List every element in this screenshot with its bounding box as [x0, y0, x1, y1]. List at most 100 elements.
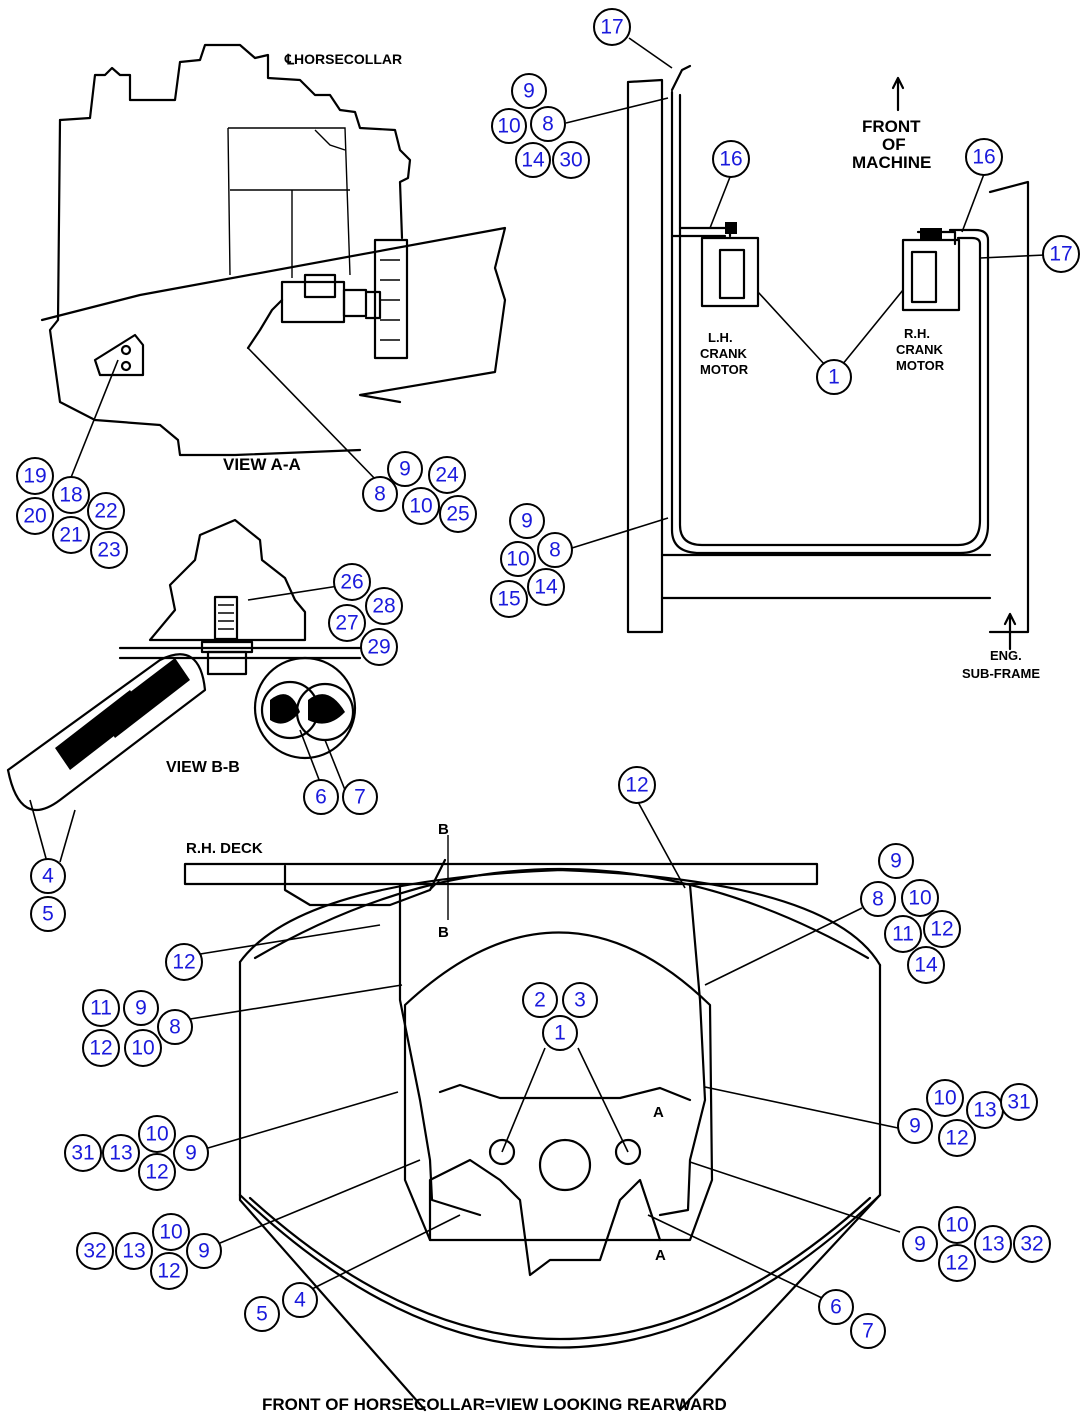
view-aa-label: VIEW A-A	[223, 455, 301, 474]
svg-text:13: 13	[122, 1240, 145, 1263]
svg-text:15: 15	[497, 588, 520, 611]
svg-text:9: 9	[890, 850, 902, 873]
callout-25: 25	[439, 495, 477, 533]
svg-text:8: 8	[872, 888, 884, 911]
svg-text:8: 8	[549, 539, 561, 562]
callout-2: 2	[522, 982, 558, 1018]
callout-1: 1	[542, 1015, 578, 1051]
svg-text:17: 17	[600, 16, 623, 39]
callout-14: 14	[907, 946, 945, 984]
callout-13: 13	[966, 1091, 1004, 1129]
callout-17: 17	[1042, 235, 1080, 273]
svg-text:9: 9	[914, 1233, 926, 1256]
callout-22: 22	[87, 492, 125, 530]
callout-10: 10	[500, 541, 536, 577]
svg-text:1: 1	[828, 366, 840, 389]
callout-8: 8	[860, 881, 896, 917]
lh-crank-motor-label-3: MOTOR	[700, 362, 749, 377]
svg-text:23: 23	[97, 539, 120, 562]
callout-10: 10	[901, 879, 939, 917]
callout-10: 10	[938, 1206, 976, 1244]
callout-27: 27	[328, 604, 366, 642]
svg-text:29: 29	[367, 636, 390, 659]
svg-text:5: 5	[256, 1303, 268, 1326]
rh-crank-motor-label-1: R.H.	[904, 326, 930, 341]
svg-text:20: 20	[23, 505, 46, 528]
callout-12: 12	[150, 1252, 188, 1290]
svg-text:13: 13	[973, 1099, 996, 1122]
section-b-bottom: B	[438, 924, 449, 941]
callout-32: 32	[1013, 1225, 1051, 1263]
callout-9: 9	[509, 503, 545, 539]
svg-text:10: 10	[506, 548, 529, 571]
svg-text:10: 10	[409, 495, 432, 518]
callout-8: 8	[362, 476, 398, 512]
callout-9: 9	[186, 1233, 222, 1269]
front-of-machine-label-1: FRONT	[862, 117, 921, 136]
svg-text:6: 6	[830, 1296, 842, 1319]
svg-text:14: 14	[914, 954, 938, 977]
callout-11: 11	[884, 915, 922, 953]
callout-12: 12	[923, 910, 961, 948]
svg-text:9: 9	[185, 1142, 197, 1165]
view-bb-label: VIEW B-B	[166, 759, 240, 776]
svg-text:5: 5	[42, 903, 54, 926]
svg-text:25: 25	[446, 503, 469, 526]
bottom-caption: FRONT OF HORSECOLLAR=VIEW LOOKING REARWA…	[262, 1395, 727, 1414]
section-b-top: B	[438, 821, 449, 838]
svg-text:31: 31	[71, 1142, 94, 1165]
callout-13: 13	[974, 1225, 1012, 1263]
svg-text:8: 8	[542, 113, 554, 136]
callout-9: 9	[878, 843, 914, 879]
svg-text:16: 16	[972, 146, 995, 169]
svg-text:26: 26	[340, 571, 363, 594]
front-of-machine-label-3: MACHINE	[852, 153, 931, 172]
callout-13: 13	[115, 1232, 153, 1270]
lh-crank-motor-label-1: L.H.	[708, 330, 733, 345]
svg-text:10: 10	[945, 1214, 968, 1237]
rh-crank-motor-label-2: CRANK	[896, 342, 944, 357]
svg-text:14: 14	[521, 149, 545, 172]
svg-text:10: 10	[145, 1123, 168, 1146]
callout-12: 12	[82, 1029, 120, 1067]
callout-12: 12	[618, 766, 656, 804]
callout-6: 6	[818, 1289, 854, 1325]
callout-9: 9	[897, 1108, 933, 1144]
callout-8: 8	[537, 532, 573, 568]
svg-text:9: 9	[399, 458, 411, 481]
svg-text:21: 21	[59, 524, 82, 547]
callout-9: 9	[123, 990, 159, 1026]
callout-9: 9	[387, 451, 423, 487]
view-aa-drawing: ℄HORSECOLLAR VIEW A-A	[40, 43, 507, 474]
rh-deck-label: R.H. DECK	[186, 840, 263, 857]
callout-14: 14	[515, 142, 551, 178]
callout-32: 32	[76, 1232, 114, 1270]
callout-14: 14	[527, 568, 565, 606]
callout-21: 21	[52, 516, 90, 554]
callout-16: 16	[712, 140, 750, 178]
svg-text:16: 16	[719, 148, 742, 171]
callout-10: 10	[491, 108, 527, 144]
svg-text:11: 11	[90, 997, 112, 1020]
svg-text:14: 14	[534, 576, 558, 599]
eng-sub-frame-label-1: ENG.	[990, 648, 1022, 663]
rh-crank-motor-label-3: MOTOR	[896, 358, 945, 373]
callout-12: 12	[938, 1244, 976, 1282]
callout-28: 28	[365, 587, 403, 625]
callout-4: 4	[282, 1282, 318, 1318]
svg-text:10: 10	[131, 1037, 154, 1060]
svg-text:18: 18	[59, 484, 82, 507]
callout-12: 12	[938, 1119, 976, 1157]
svg-text:31: 31	[1007, 1091, 1030, 1114]
svg-text:30: 30	[559, 149, 582, 172]
svg-text:32: 32	[1020, 1233, 1043, 1256]
svg-text:1: 1	[554, 1022, 566, 1045]
svg-text:32: 32	[83, 1240, 106, 1263]
callout-30: 30	[552, 141, 590, 179]
callout-23: 23	[90, 531, 128, 569]
svg-text:10: 10	[497, 115, 520, 138]
svg-text:9: 9	[198, 1240, 210, 1263]
callout-8: 8	[157, 1009, 193, 1045]
svg-text:22: 22	[94, 500, 117, 523]
